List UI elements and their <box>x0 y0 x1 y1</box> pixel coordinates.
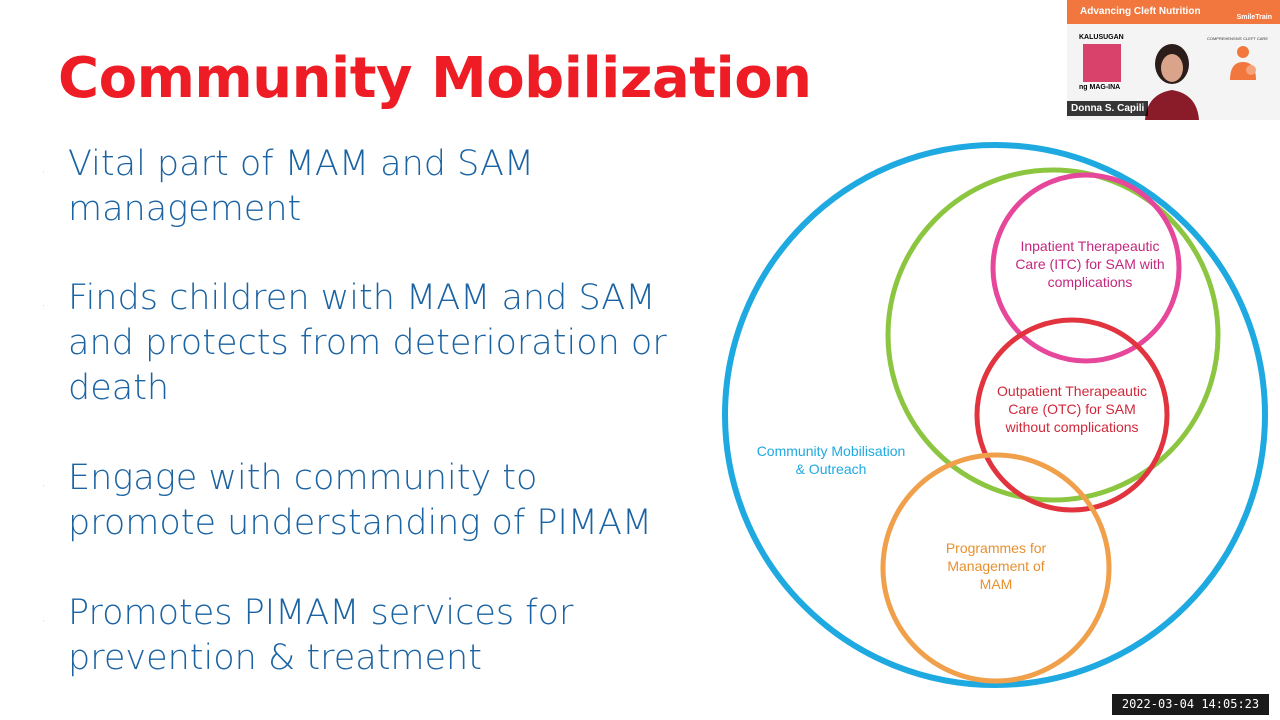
mam-label-line: MAM <box>980 576 1013 592</box>
outer-label-line: Community Mobilisation <box>757 443 906 459</box>
mam-label-line: Management of <box>947 558 1044 574</box>
bullet-line: Promotes PIMAM services for <box>68 593 574 633</box>
recording-timestamp: 2022-03-04 14:05:23 <box>1112 694 1269 715</box>
bullet-line: management <box>68 189 302 229</box>
bullet-line: and protects from deterioration or <box>68 323 667 363</box>
outer-circle <box>722 142 1268 688</box>
bullet-line: promote understanding of PIMAM <box>68 503 653 543</box>
bullet-line: death <box>68 368 170 408</box>
participant-video-tile[interactable]: Advancing Cleft Nutrition SmileTrain KAL… <box>1067 0 1280 120</box>
bullet-marker: · <box>42 616 46 627</box>
kalusugan-top-text: KALUSUGAN <box>1079 34 1124 41</box>
otc-circle <box>974 317 1170 513</box>
venn-diagram: Community Mobilisation & Outreach Inpati… <box>722 142 1268 688</box>
kalusugan-bottom-text: ng MAG-INA <box>1079 84 1121 91</box>
bullet-item: · Finds children with MAM and SAM and pr… <box>42 276 667 411</box>
video-banner: Advancing Cleft Nutrition SmileTrain <box>1067 0 1280 24</box>
bullet-item: · Engage with community to promote under… <box>42 456 652 546</box>
bullet-line: Vital part of MAM and SAM <box>68 144 535 184</box>
outer-label-line: & Outreach <box>796 461 867 477</box>
otc-label-line: Outpatient Therapeautic <box>997 383 1147 399</box>
slide-title: Community Mobilization <box>58 46 812 111</box>
itc-label-line: Inpatient Therapeautic <box>1020 238 1159 254</box>
itc-label-line: Care (ITC) for SAM with <box>1015 256 1164 272</box>
mam-label-line: Programmes for <box>946 540 1047 556</box>
bullet-line: prevention & treatment <box>68 638 482 678</box>
smiletrain-logo: SmileTrain <box>1236 14 1272 21</box>
bullet-marker: · <box>42 301 46 312</box>
cleft-care-label: COMPREHENSIVE CLEFT CARE <box>1206 36 1268 41</box>
banner-title: Advancing Cleft Nutrition <box>1080 6 1201 17</box>
kalusugan-logo: KALUSUGAN ng MAG-INA <box>1079 34 1124 92</box>
itc-label-line: complications <box>1048 274 1133 290</box>
participant-name-tag: Donna S. Capili <box>1067 101 1149 116</box>
mam-circle <box>880 452 1112 684</box>
bullet-item: · Promotes PIMAM services for prevention… <box>42 591 573 681</box>
bullet-line: Finds children with MAM and SAM <box>68 278 656 318</box>
cleft-care-icon <box>1230 46 1256 80</box>
bullet-marker: · <box>42 167 46 178</box>
itc-circle <box>990 172 1182 364</box>
otc-label-line: Care (OTC) for SAM <box>1008 401 1136 417</box>
bullet-item: · Vital part of MAM and SAM management <box>42 142 534 232</box>
bullet-line: Engage with community to <box>68 458 538 498</box>
otc-label-line: without complications <box>1004 419 1138 435</box>
green-circle <box>885 167 1221 503</box>
bullet-marker: · <box>42 481 46 492</box>
kalusugan-image <box>1083 44 1121 82</box>
participant-video-feed <box>1139 42 1205 120</box>
